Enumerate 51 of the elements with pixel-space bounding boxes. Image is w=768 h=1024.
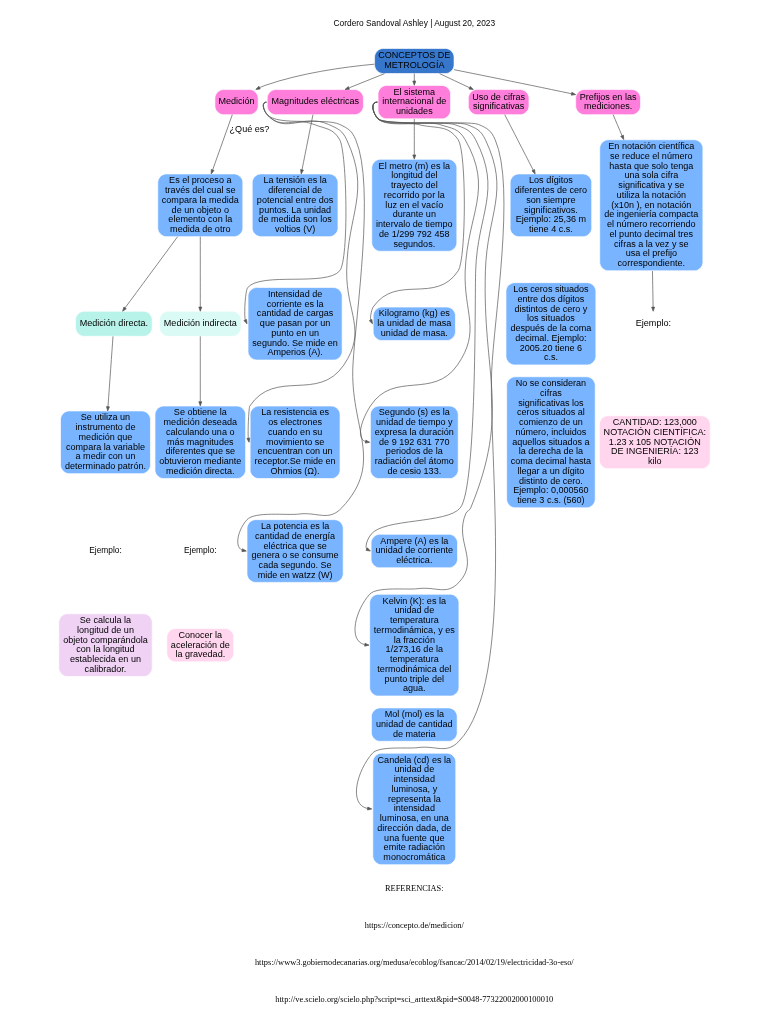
node-box: Los dígitos diferentes de cero son siempre significativos. Ejemplo: 25,36 m tiene 4 c.s. bbox=[509, 173, 592, 237]
arrow bbox=[198, 236, 202, 312]
arrow bbox=[438, 73, 474, 90]
node-box: CANTIDAD: 123,000 NOTACIÓN CIENTÍFICA: 1.23 x 105 NOTACIÓN DE INGENIERÍA: 123 kilo bbox=[598, 415, 711, 470]
arrow bbox=[355, 101, 504, 811]
node-box: Magnitudes eléctricas bbox=[266, 89, 364, 115]
edge-label: ¿Qué es? bbox=[229, 123, 269, 134]
node-text: Ejemplo: bbox=[88, 545, 122, 556]
node-box: CONCEPTOS DE METROLOGÍA bbox=[373, 48, 454, 74]
node-box: En notación científica se reduce el número hasta que solo tenga una sola cifra significativa y se utiliza la notación (x10n ), en notación de ingeniería compacta el número recorriendo el punto decimal tres cifras a la vez y se usa el prefijo correspondiente. bbox=[598, 139, 703, 272]
node-box: Segundo (s) es la unidad de tiempo y expresa la duración de 9 192 631 770 periodos de la radiación del átomo de cesio 133. bbox=[369, 405, 459, 479]
node-box: Los ceros situados entre dos dígitos distintos de cero y los situados después de la coma decimal. Ejemplo: 2005.20 tiene 6 c.s. bbox=[505, 282, 596, 366]
arrow bbox=[121, 236, 178, 312]
arrow bbox=[612, 114, 624, 140]
node-box: Kelvin (K): es la unidad de temperatura termodinámica, y es la fracción 1/273,16 de la temperatura termodinámica del punto triple del agua. bbox=[368, 593, 459, 697]
node-box: Mol (mol) es la unidad de cantidad de materia bbox=[370, 707, 458, 742]
node-box: El metro (m) es la longitud del trayecto del recorrido por la luz en el vacío durante un intervalo de tiempo de 1/299 792 458 segundos. bbox=[370, 158, 457, 252]
node-box: Uso de cifras significativas bbox=[467, 89, 529, 115]
node-box: Se calcula la longitud de un objeto comparándola con la longitud establecida en un calibrador. bbox=[57, 613, 153, 677]
arrow bbox=[198, 336, 202, 407]
node-box: Es el proceso a través del cual se compara la medida de un objeto o elemento con la medida de otro bbox=[156, 173, 243, 237]
arrow bbox=[344, 73, 385, 90]
arrow bbox=[105, 336, 113, 412]
node-box: Ampere (A) es la unidad de corriente eléctrica. bbox=[370, 533, 458, 569]
node-box: La tensión es la diferencial de potencial entre dos puntos. La unidad de medida son los voltios (V) bbox=[251, 173, 338, 237]
node-box: La potencia es la cantidad de energía eléctrica que se genera o se consume cada segundo. Se mide en watzz (W) bbox=[246, 519, 344, 583]
arrow bbox=[254, 63, 375, 90]
node-box: Se utiliza un instrumento de medición que compara la variable a medir con un determinado patrón. bbox=[59, 410, 151, 474]
node-box: Conocer la aceleración de la gravedad. bbox=[166, 628, 234, 663]
node-box: Se obtiene la medición deseada calculando una o más magnitudes diferentes que se obtuvieron mediante medición directa. bbox=[154, 405, 246, 479]
arrow bbox=[236, 101, 365, 552]
arrow bbox=[210, 114, 233, 175]
label: Ejemplo: bbox=[635, 318, 671, 329]
arrow bbox=[412, 118, 416, 160]
node-box: Medición indirecta bbox=[158, 310, 241, 337]
arrow bbox=[650, 270, 655, 312]
node-box: El sistema internacional de unidades bbox=[377, 85, 451, 120]
node-box: La resistencia es os electrones cuando en su movimiento se encuentran con un receptor.Se mide en Ohmios (Ω). bbox=[249, 405, 340, 479]
arrow bbox=[503, 114, 535, 175]
node-box: Medición directa. bbox=[74, 310, 153, 337]
node-box: Medición bbox=[214, 89, 258, 115]
node-box: Kilogramo (kg) es la unidad de masa unidad de masa. bbox=[372, 306, 456, 341]
node-box: Prefijos en las mediciones. bbox=[574, 89, 641, 115]
arrow bbox=[453, 69, 576, 96]
arrow bbox=[412, 73, 416, 86]
node-box: Intensidad de corriente es la cantidad de cargas que pasan por un punto en un segundo. Se mide en Amperios (A). bbox=[247, 287, 342, 361]
label: Ejemplo: bbox=[183, 545, 217, 556]
node-box: Candela (cd) es la unidad de intensidad luminosa, y representa la intensidad luminosa, en una dirección dada, de una fuente que emite radiación monocromática bbox=[371, 752, 456, 866]
label: Cordero Sandoval Ashley | August 20, 2023 bbox=[333, 18, 495, 29]
arrow bbox=[299, 114, 313, 175]
node-box: No se consideran cifras significativas los ceros situados al comienzo de un número, incluidos aquellos situados a la derecha de la coma decimal hasta llegar a un dígito distinto de cero. Ejemplo: 0,000560 tiene 3 c.s. (560) bbox=[505, 376, 596, 509]
